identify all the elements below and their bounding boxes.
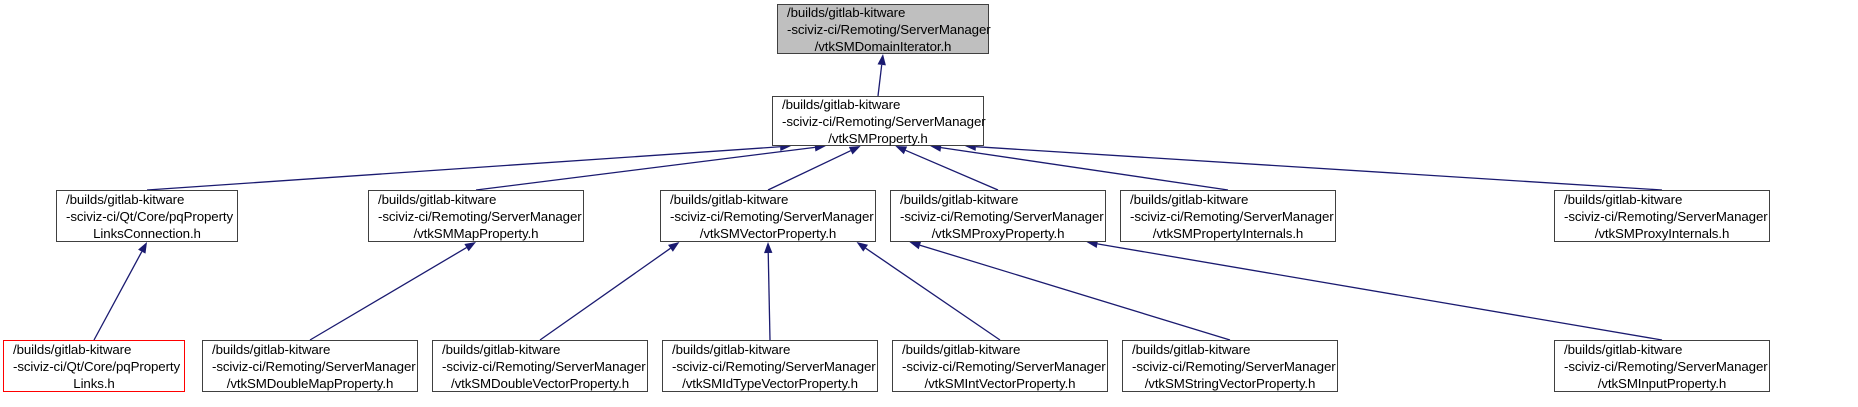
graph-node[interactable]: /builds/gitlab-kitware-sciviz-ci/Remotin… — [777, 4, 991, 54]
graph-node-line: /vtkSMPropertyInternals.h — [1152, 225, 1304, 241]
graph-edge-line — [539, 247, 671, 341]
graph-edge-line — [940, 146, 1229, 191]
graph-edge-line — [475, 146, 816, 191]
graph-node-line: /vtkSMStringVectorProperty.h — [1144, 375, 1316, 391]
graph-node[interactable]: /builds/gitlab-kitware-sciviz-ci/Remotin… — [1554, 190, 1770, 242]
graph-node-line: /vtkSMInputProperty.h — [1597, 375, 1727, 391]
graph-node[interactable]: /builds/gitlab-kitware-sciviz-ci/Remotin… — [662, 340, 878, 392]
graph-node-line: /vtkSMDoubleVectorProperty.h — [450, 375, 630, 391]
graph-node-line: -sciviz-ci/Remoting/ServerManager — [900, 208, 1104, 224]
graph-node-line: /builds/gitlab-kitware — [1564, 191, 1683, 207]
graph-node-line: -sciviz-ci/Qt/Core/pqProperty — [13, 358, 181, 374]
graph-node-line: /vtkSMDoubleMapProperty.h — [226, 375, 394, 391]
graph-node-line: -sciviz-ci/Remoting/ServerManager — [212, 358, 416, 374]
graph-node-line: /vtkSMProperty.h — [828, 130, 928, 146]
graph-node-line: /vtkSMProxyProperty.h — [931, 225, 1065, 241]
graph-edge-arrowhead — [848, 146, 861, 155]
graph-node-line: /builds/gitlab-kitware — [1130, 191, 1249, 207]
graph-node-line: /builds/gitlab-kitware — [442, 341, 561, 357]
graph-node-line: /builds/gitlab-kitware — [902, 341, 1021, 357]
graph-node-line: /vtkSMIntVectorProperty.h — [924, 375, 1076, 391]
graph-node-line: /vtkSMIdTypeVectorProperty.h — [682, 375, 858, 391]
graph-node-line: /vtkSMProxyInternals.h — [1594, 225, 1730, 241]
graph-edge-line — [865, 247, 1001, 341]
graph-node-line: /builds/gitlab-kitware — [787, 4, 906, 20]
graph-node-line: /builds/gitlab-kitware — [1132, 341, 1251, 357]
graph-node-line: -sciviz-ci/Remoting/ServerManager — [1132, 358, 1336, 374]
graph-node-line: -sciviz-ci/Remoting/ServerManager — [1130, 208, 1334, 224]
graph-edge-line — [919, 244, 1231, 341]
graph-edge-arrowhead — [856, 242, 869, 252]
graph-edge-arrowhead — [464, 242, 476, 252]
graph-edge-line — [975, 146, 1663, 191]
graph-node[interactable]: /builds/gitlab-kitware-sciviz-ci/Remotin… — [890, 190, 1106, 242]
graph-node-line: -sciviz-ci/Remoting/ServerManager — [787, 21, 991, 37]
graph-node-line: -sciviz-ci/Remoting/ServerManager — [670, 208, 874, 224]
graph-node[interactable]: /builds/gitlab-kitware-sciviz-ci/Qt/Core… — [56, 190, 238, 242]
graph-node-line: /builds/gitlab-kitware — [212, 341, 331, 357]
graph-edge-line — [767, 252, 771, 341]
graph-node[interactable]: /builds/gitlab-kitware-sciviz-ci/Remotin… — [432, 340, 648, 392]
graph-node-line: -sciviz-ci/Remoting/ServerManager — [1564, 358, 1768, 374]
graph-node[interactable]: /builds/gitlab-kitware-sciviz-ci/Remotin… — [1554, 340, 1770, 392]
graph-node-line: -sciviz-ci/Remoting/ServerManager — [1564, 208, 1768, 224]
graph-edge-arrowhead — [909, 241, 922, 250]
graph-node-line: -sciviz-ci/Remoting/ServerManager — [902, 358, 1106, 374]
graph-edge-arrowhead — [764, 242, 773, 254]
graph-node-line: /vtkSMVectorProperty.h — [699, 225, 837, 241]
graph-edge-arrowhead — [668, 242, 680, 252]
graph-node-line: LinksConnection.h — [93, 225, 201, 241]
graph-edge-line — [767, 150, 851, 191]
graph-node[interactable]: /builds/gitlab-kitware-sciviz-ci/Remotin… — [772, 96, 986, 146]
graph-node-line: /builds/gitlab-kitware — [672, 341, 791, 357]
graph-node-line: /builds/gitlab-kitware — [66, 191, 185, 207]
graph-node-line: -sciviz-ci/Remoting/ServerManager — [782, 113, 986, 129]
graph-edge-line — [905, 149, 999, 191]
graph-node[interactable]: /builds/gitlab-kitware-sciviz-ci/Remotin… — [1122, 340, 1338, 392]
graph-node-line: Links.h — [73, 375, 115, 391]
graph-edge-line — [146, 146, 781, 191]
graph-edge-arrowhead — [895, 146, 908, 155]
graph-node-line: /builds/gitlab-kitware — [378, 191, 497, 207]
graph-node-line: -sciviz-ci/Remoting/ServerManager — [378, 208, 582, 224]
graph-node[interactable]: /builds/gitlab-kitware-sciviz-ci/Remotin… — [202, 340, 418, 392]
graph-node-line: -sciviz-ci/Remoting/ServerManager — [442, 358, 646, 374]
graph-node-line: -sciviz-ci/Qt/Core/pqProperty — [66, 208, 234, 224]
graph-node[interactable]: /builds/gitlab-kitware-sciviz-ci/Remotin… — [660, 190, 876, 242]
graph-node[interactable]: /builds/gitlab-kitware-sciviz-ci/Remotin… — [1120, 190, 1336, 242]
graph-edge-line — [877, 64, 883, 97]
graph-edge-line — [1097, 243, 1663, 341]
graph-node-line: /builds/gitlab-kitware — [13, 341, 132, 357]
graph-node-line: /builds/gitlab-kitware — [670, 191, 789, 207]
graph-edge-line — [309, 247, 467, 341]
graph-edge-arrowhead — [138, 242, 147, 254]
graph-node-line: /builds/gitlab-kitware — [1564, 341, 1683, 357]
graph-node-line: /vtkSMDomainIterator.h — [814, 38, 952, 54]
graph-edge-line — [93, 251, 143, 341]
graph-node-line: /vtkSMMapProperty.h — [413, 225, 539, 241]
graph-node[interactable]: /builds/gitlab-kitware-sciviz-ci/Remotin… — [368, 190, 584, 242]
graph-node[interactable]: /builds/gitlab-kitware-sciviz-ci/Qt/Core… — [3, 340, 185, 392]
graph-node-line: /builds/gitlab-kitware — [782, 96, 901, 112]
graph-edge-arrowhead — [877, 54, 886, 66]
graph-node-line: -sciviz-ci/Remoting/ServerManager — [672, 358, 876, 374]
graph-node[interactable]: /builds/gitlab-kitware-sciviz-ci/Remotin… — [892, 340, 1108, 392]
graph-node-line: /builds/gitlab-kitware — [900, 191, 1019, 207]
